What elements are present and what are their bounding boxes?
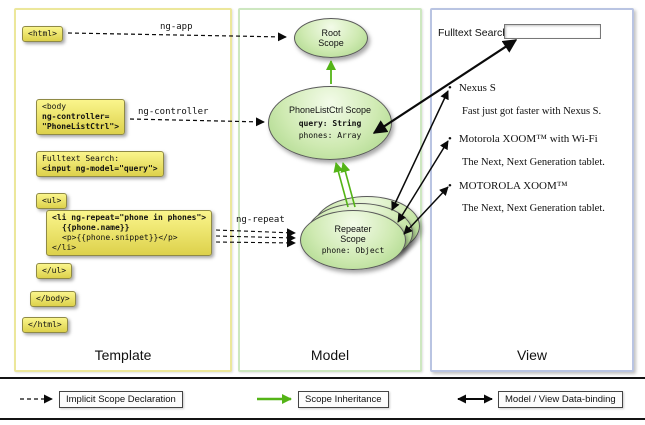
code-line: <p>{{phone.snippet}}</p> [62,233,178,242]
ng-app-label: ng-app [160,22,193,32]
repeater-scope-ellipse: Repeater Scope phone: Object [300,210,406,270]
view-item-title: Motorola XOOM™ with Wi-Fi [448,133,598,145]
code-line: <li ng-repeat="phone in phones"> [52,213,207,222]
query-property: query: String [298,119,362,128]
view-fulltext-search-label: Fulltext Search: [438,27,511,39]
code-box-body-open: <body ng-controller= "PhoneListCtrl"> [36,99,126,135]
code-line: <ul> [42,196,62,205]
code-box-li-repeat: <li ng-repeat="phone in phones"> {{phone… [46,210,213,256]
code-line: Fulltext Search: [42,154,120,163]
ng-controller-label: ng-controller [138,107,209,117]
code-line: {{phone.name}} [62,223,130,232]
phones-property: phones: Array [298,131,362,140]
code-line: </ul> [42,266,67,275]
code-line: </html> [28,320,62,329]
view-item-desc: Fast just got faster with Nexus S. [462,106,602,117]
view-item-title: MOTOROLA XOOM™ [448,180,568,192]
code-box-fulltext: Fulltext Search: <input ng-model="query"… [36,151,164,177]
phonelistctrl-scope-ellipse: PhoneListCtrl Scope query: String phones… [268,86,392,160]
view-item-desc: The Next, Next Generation tablet. [462,203,605,214]
phone-property: phone: Object [321,246,385,255]
code-line: </li> [52,243,77,252]
repeater-scope-label: Repeater Scope [334,224,372,244]
fulltext-search-input-illustration [504,24,601,39]
template-panel-label: Template [94,347,152,363]
legend-divider-bottom [0,418,645,420]
ng-repeat-label: ng-repeat [236,215,285,225]
code-line: <html> [28,29,57,38]
phonelistctrl-scope-label: PhoneListCtrl Scope [288,105,372,115]
code-box-html-open: <html> [22,26,63,42]
code-box-ul-open: <ul> [36,193,68,209]
code-line: <input ng-model="query"> [42,164,158,173]
code-line: ng-controller= [42,112,110,121]
view-item-title: Nexus S [448,82,496,94]
legend-model-view-data-binding: Model / View Data-binding [498,391,623,408]
root-scope-label: Root Scope [318,28,344,48]
legend-divider-top [0,377,645,379]
legend-implicit-scope-declaration: Implicit Scope Declaration [59,391,183,408]
code-box-body-close: </body> [30,291,76,307]
model-panel-label: Model [310,347,350,363]
model-panel: Model [238,8,422,372]
code-line: <body [42,102,67,111]
code-box-html-close: </html> [22,317,68,333]
view-item-desc: The Next, Next Generation tablet. [462,157,605,168]
code-box-ul-close: </ul> [36,263,73,279]
legend-scope-inheritance: Scope Inheritance [298,391,389,408]
code-line: </body> [36,294,70,303]
code-line: "PhoneListCtrl"> [42,122,120,131]
view-panel-label: View [516,347,548,363]
root-scope-ellipse: Root Scope [294,18,368,58]
template-panel: Template [14,8,232,372]
